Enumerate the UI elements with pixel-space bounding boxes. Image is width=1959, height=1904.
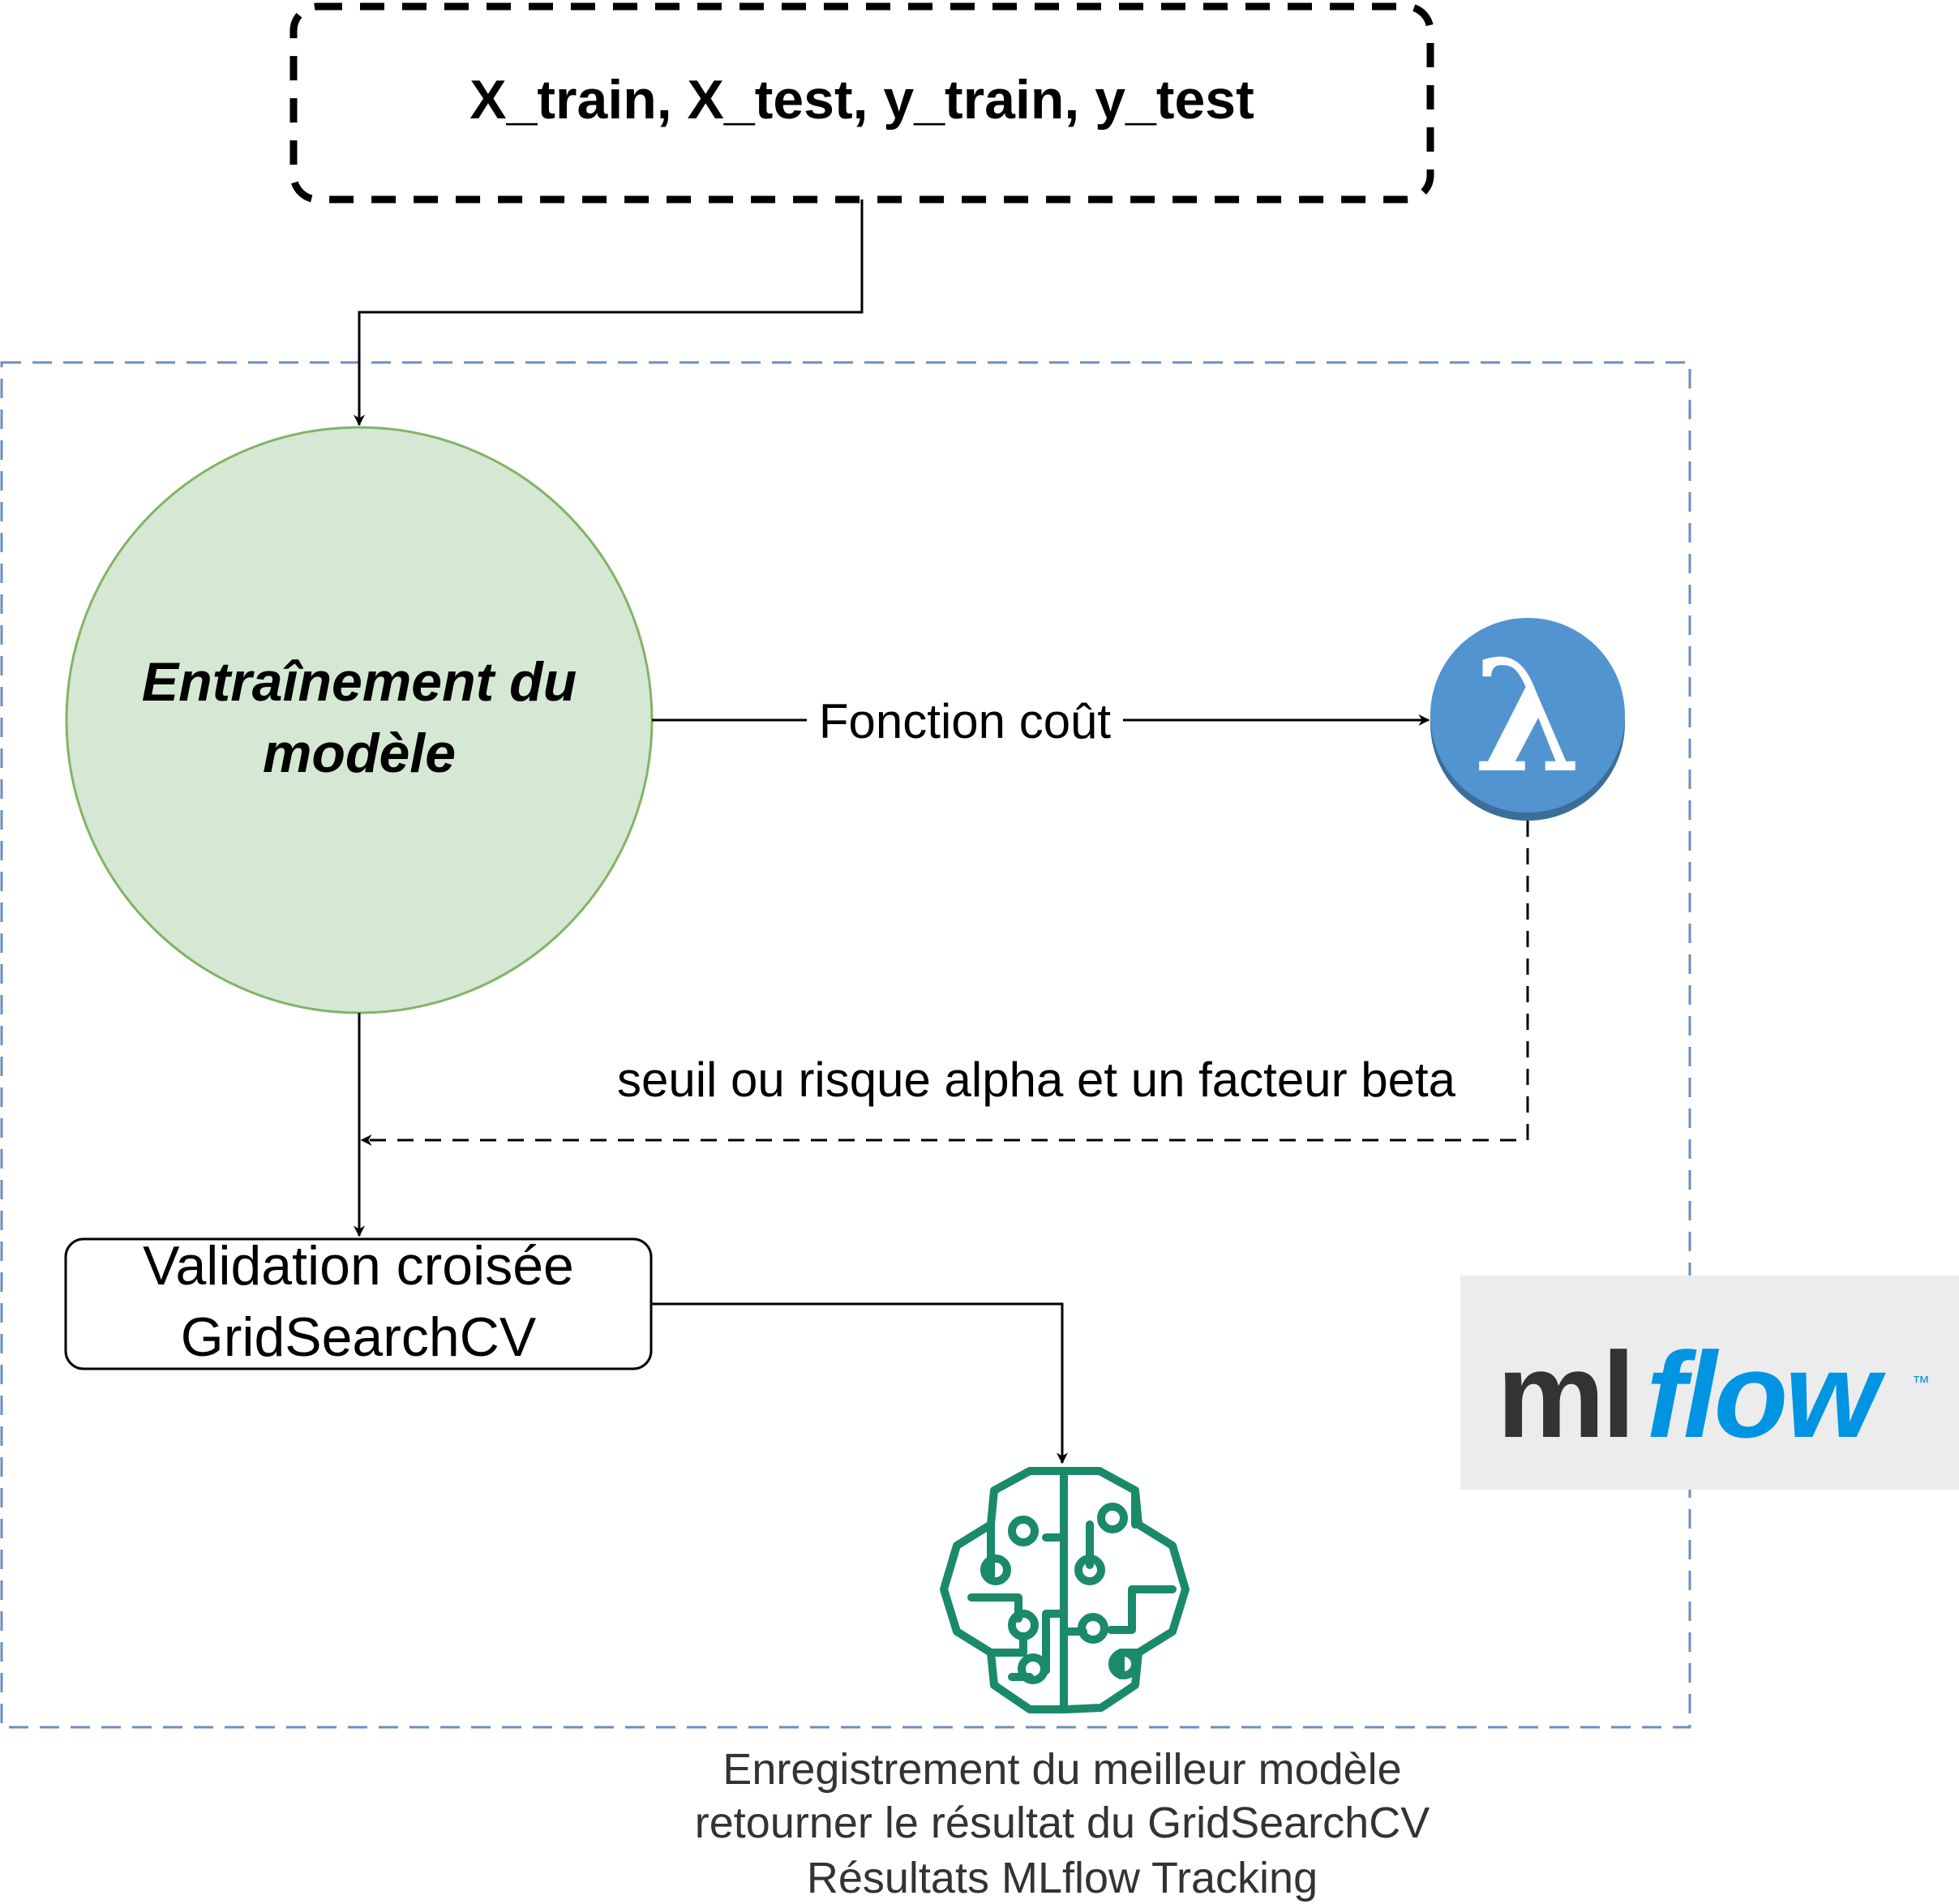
brain-circuit-icon: [940, 1467, 1190, 1713]
training-label-line2: modèle: [263, 723, 456, 784]
training-node[interactable]: [65, 426, 654, 1014]
inputs-box[interactable]: [289, 2, 1434, 204]
lambda-icon[interactable]: λ: [1430, 618, 1625, 821]
inputs-label: X_train, X_test, y_train, y_test: [469, 69, 1254, 131]
edge-inputs-to-training: [354, 199, 864, 427]
caption-line1: Enregistrement du meilleur modèle: [722, 1745, 1401, 1794]
mlflow-logo-tm: ™: [1912, 1372, 1930, 1392]
mlflow-logo-flow: flow: [1646, 1327, 1886, 1463]
mlflow-logo: ml flow ™: [1460, 1276, 1959, 1490]
validation-label-line2: GridSearchCV: [181, 1306, 537, 1368]
mlflow-logo-ml: ml: [1497, 1327, 1632, 1463]
caption-line2: retourner le résultat du GridSearchCV: [695, 1799, 1430, 1847]
edge-validation-to-model: [651, 1302, 1068, 1464]
training-label-line1: Entraînement du: [142, 651, 577, 713]
cost-function-label: Fonction coût: [819, 694, 1112, 748]
caption-line3: Résultats MLflow Tracking: [807, 1854, 1318, 1902]
validation-label-line1: Validation croisée: [143, 1235, 574, 1297]
threshold-label: seuil ou risque alpha et un facteur beta: [617, 1053, 1456, 1107]
edge-cost-to-validation: [360, 821, 1529, 1146]
process-container: [0, 361, 1691, 1729]
lambda-symbol: λ: [1473, 626, 1581, 807]
